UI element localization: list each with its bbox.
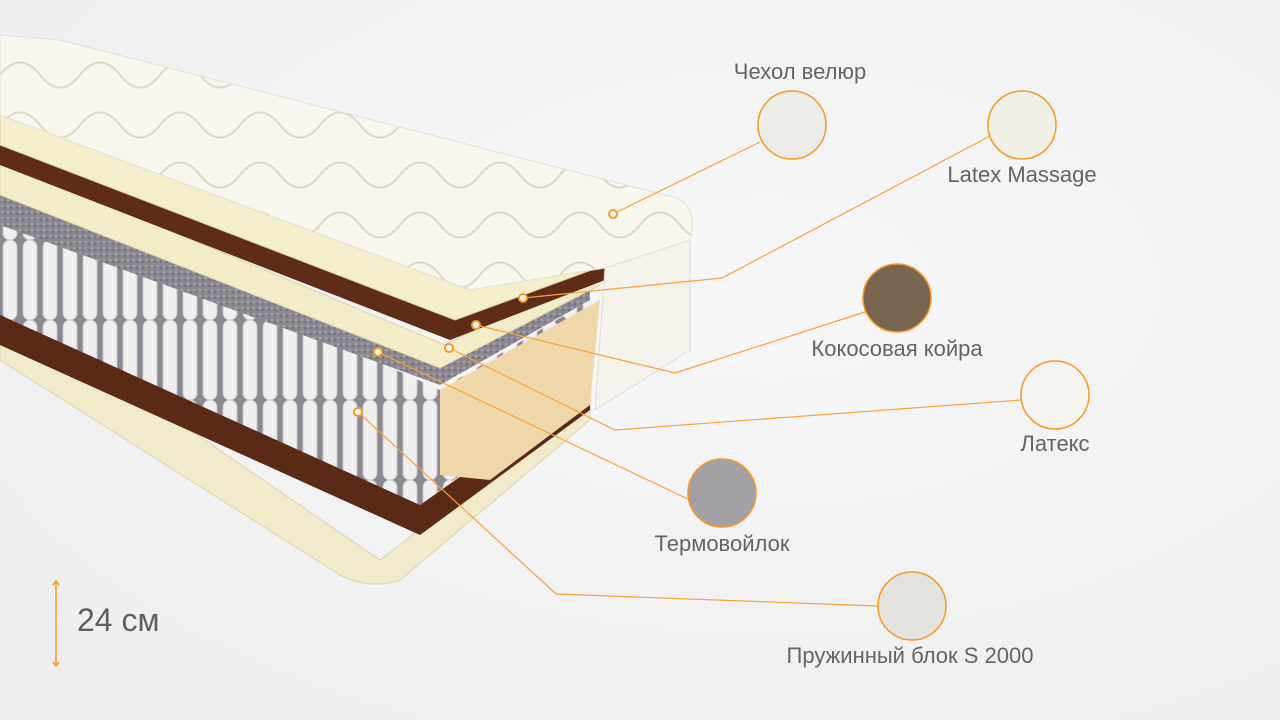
height-label: 24 см: [77, 602, 160, 638]
layer-markers: [353, 209, 618, 417]
latex-massage-thumbnail: [987, 90, 1057, 160]
thermo-felt-thumbnail: [687, 458, 757, 528]
leader-lines: [357, 134, 1022, 607]
label-thermo-felt: Термовойлок: [654, 531, 790, 556]
cover-side: [594, 239, 691, 411]
height-arrow-icon: [52, 579, 60, 668]
velour-cover-thumbnail: [757, 90, 827, 160]
label-velour-cover: Чехол велюр: [733, 59, 867, 84]
label-coconut-coir: Кокосовая койра: [811, 336, 983, 361]
label-latex-massage: Latex Massage: [947, 162, 1097, 187]
label-spring-block: Пружинный блок S 2000: [786, 643, 1034, 668]
latex-thumbnail: [1020, 360, 1090, 430]
coconut-coir-thumbnail: [862, 263, 932, 333]
label-latex: Латекс: [1020, 431, 1090, 456]
spring-block-thumbnail: [877, 571, 947, 641]
velour-cover: [0, 34, 693, 291]
